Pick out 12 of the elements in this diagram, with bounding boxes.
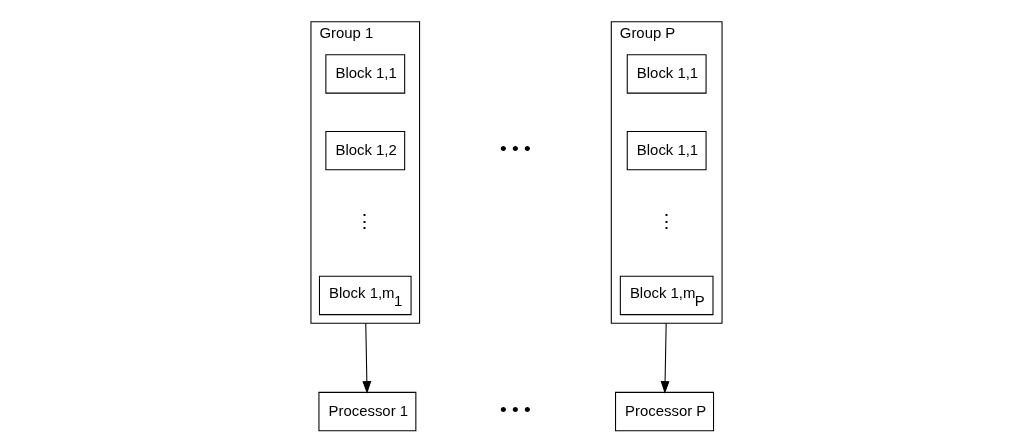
node-box: Block 1,2 bbox=[324, 130, 405, 170]
arrow bbox=[660, 322, 670, 394]
node-box: Block 1,1 bbox=[626, 130, 707, 170]
arrow bbox=[361, 322, 371, 394]
label: ⋮ bbox=[656, 210, 676, 232]
label: ⋮ bbox=[354, 210, 374, 232]
label: • • • bbox=[499, 137, 531, 159]
node-box: Processor P bbox=[614, 391, 714, 431]
node-box: Block 1,1 bbox=[324, 53, 405, 94]
label: • • • bbox=[499, 398, 531, 420]
node-box: Processor 1 bbox=[317, 391, 416, 431]
node-box: Block 1,1 bbox=[626, 53, 707, 94]
